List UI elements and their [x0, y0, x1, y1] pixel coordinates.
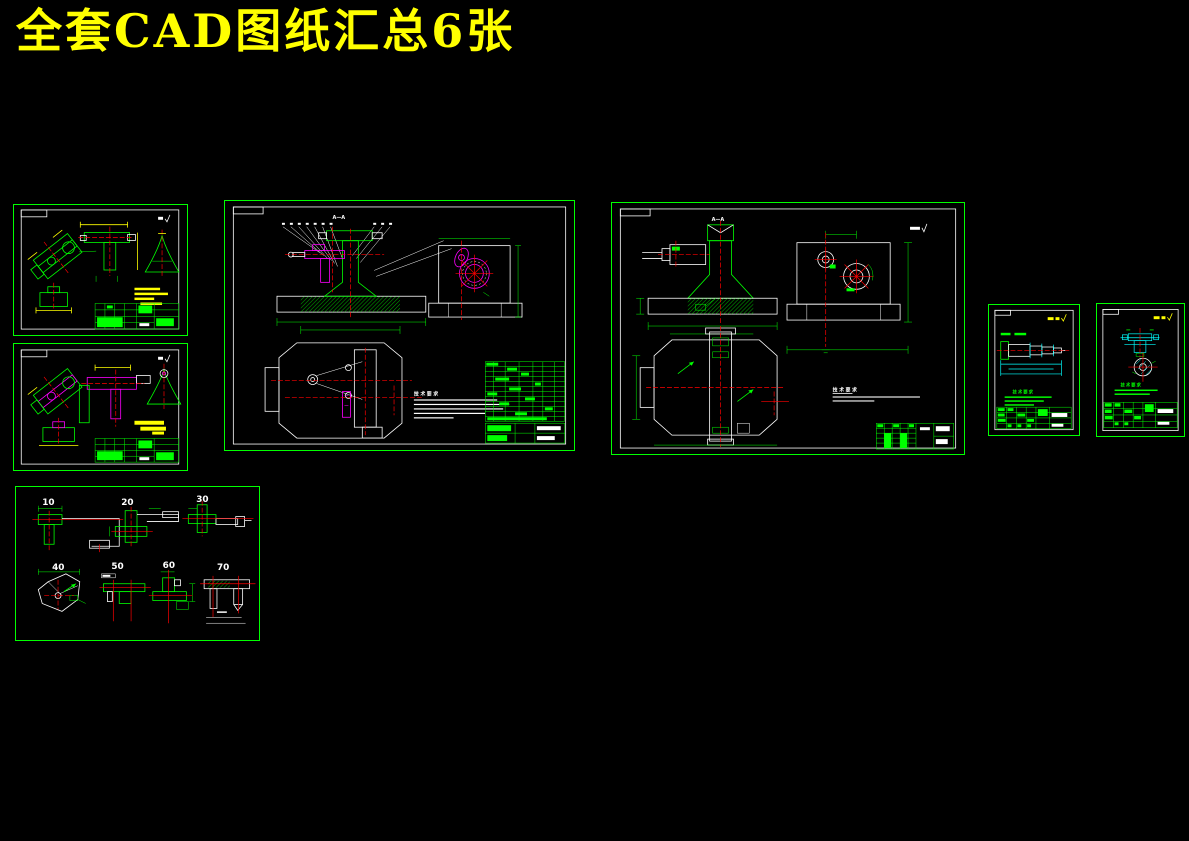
front-view: [78, 364, 151, 427]
bom-table: [485, 361, 565, 422]
drawing-frame: [1102, 309, 1179, 431]
title-block: [876, 422, 954, 450]
drawing-frame: [20, 209, 180, 330]
shaft-view: [996, 332, 1070, 376]
step-figure-30: [182, 500, 254, 537]
notes-yellow: [134, 420, 166, 435]
drawing-frame: [994, 309, 1074, 431]
step-label-50: 50: [111, 562, 123, 572]
sheet1-drawing: [20, 209, 180, 330]
sheet3-drawing: A—A: [232, 206, 567, 445]
section-label: A—A: [333, 215, 346, 221]
step-label-20: 20: [121, 498, 133, 508]
oblique-view: [27, 368, 83, 415]
sheet2-drawing: [20, 349, 182, 465]
svg-text:技术要求: 技术要求: [1012, 388, 1033, 395]
notes: 技术要求: [1114, 382, 1158, 395]
notes: 技术要求: [832, 386, 920, 402]
roughness-symbol: [1047, 314, 1067, 322]
title-block: [485, 422, 565, 444]
svg-text:技术要求: 技术要求: [833, 386, 859, 393]
svg-text:技术要求: 技术要求: [414, 390, 440, 397]
assembly-top-view: [264, 342, 424, 439]
drawing-frame: [619, 208, 957, 449]
sheet-part-small-1: 技术要求: [988, 304, 1080, 436]
sheet-part-small-2: 技术要求: [1096, 303, 1185, 437]
step-label-60: 60: [163, 561, 175, 571]
assembly-side-view: [428, 238, 523, 321]
title-block: [1103, 402, 1178, 428]
drawing-frame: [232, 206, 567, 445]
step-figure-20: [109, 506, 179, 549]
step-label-10: 10: [42, 498, 54, 508]
detail-view: [38, 417, 79, 446]
roughness-symbol: [910, 223, 928, 233]
roughness-symbol: [158, 214, 171, 223]
title-block: [94, 438, 180, 463]
sheet-part-top-left-2: [13, 343, 188, 471]
fitting-view: [1120, 327, 1160, 358]
tech-requirements: 技术要求: [413, 390, 510, 419]
svg-text:技术要求: 技术要求: [1120, 382, 1141, 389]
roughness-symbol: [1153, 313, 1173, 321]
drawing-frame: [20, 349, 180, 465]
page-title: 全套CAD图纸汇总6张: [16, 4, 516, 58]
step-label-40: 40: [52, 563, 64, 573]
sheet6-drawing: 技术要求: [1102, 309, 1179, 431]
step-figure-10: [32, 505, 124, 553]
sheet4-drawing: A—A: [619, 208, 957, 450]
section-circle-view: [1128, 352, 1158, 382]
notes: 技术要求: [1004, 388, 1052, 406]
title-block: [996, 406, 1072, 429]
sheet-part-top-left-1: [13, 204, 188, 336]
sheet7-drawing: 10 20 30 40 50 60 70: [32, 495, 256, 624]
sheet-assembly-large-2: A—A: [611, 202, 965, 455]
step-label-70: 70: [217, 563, 229, 573]
sheet5-drawing: 技术要求: [994, 309, 1074, 431]
sheet-process-steps: 10 20 30 40 50 60 70: [15, 486, 260, 641]
front-view: [78, 221, 138, 282]
notes-yellow: [134, 287, 168, 305]
sheet-assembly-large-1: A—A: [224, 200, 575, 451]
cone-view: [144, 229, 180, 277]
roughness-symbol: [158, 354, 171, 363]
front-view: [786, 230, 913, 354]
oblique-view: [27, 229, 97, 280]
step-label-30: 30: [196, 495, 208, 505]
assembly-front-view: [276, 226, 427, 334]
step-figure-50: [99, 573, 151, 622]
step-figure-70: [200, 575, 256, 624]
cone-view: [146, 363, 182, 409]
title-block: [94, 303, 180, 330]
step-figure-60: [148, 569, 196, 624]
step-figure-40: [37, 568, 86, 612]
detail-view: [35, 282, 72, 314]
section-view: [636, 220, 778, 335]
top-view: [632, 326, 789, 448]
section-label: A—A: [712, 217, 725, 223]
